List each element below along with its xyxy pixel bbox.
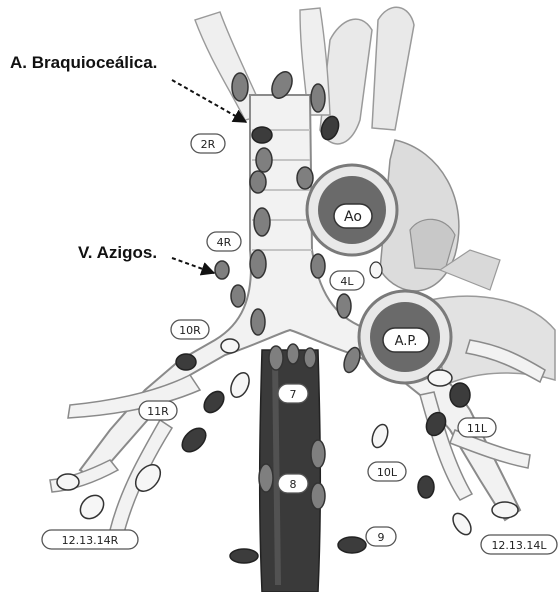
dashed-arrow-icon [172,258,214,273]
lymph-node-icon [492,502,518,518]
lymph-node-icon [311,254,325,278]
lymph-node-icon [57,474,79,490]
station-11l-label: 11L [467,422,488,435]
lymph-node-icon [250,171,266,193]
lymph-node-icon [369,422,390,449]
lymph-node-icon [269,346,283,370]
station-12-13-14l-label: 12.13.14L [491,539,547,552]
vessel-trunk-right [372,7,414,130]
station-12-13-14l: 12.13.14L [481,535,557,554]
lymph-node-icon [254,208,270,236]
annotation-braquiocefalica: A. Braquioceálica. [10,53,157,72]
lymph-node-icon [287,344,299,364]
lymph-node-icon [256,148,272,172]
lymph-node-icon [227,370,252,400]
station-8: 8 [278,474,308,493]
lymph-node-icon [338,537,366,553]
station-4r: 4R [207,232,241,251]
lymph-node-icon [76,491,109,524]
lymph-node-icon [176,354,196,370]
station-4l: 4L [330,271,364,290]
lymph-node-icon [449,510,474,538]
lymph-node-icon [230,549,258,563]
lymph-node-icon [251,309,265,335]
station-10l: 10L [368,462,406,481]
lymph-node-icon [200,388,228,417]
lymph-node-icon [304,348,316,368]
lymph-node-icon [221,339,239,353]
lymph-node-icon [311,483,325,509]
station-9-label: 9 [378,531,385,544]
station-12-13-14r: 12.13.14R [42,530,138,549]
lymph-node-icon [428,370,452,386]
station-11r: 11R [139,401,177,420]
station-2r-label: 2R [201,138,216,151]
lymph-node-icon [311,84,325,112]
station-7-label: 7 [290,388,297,401]
lymph-node-icon [311,440,325,468]
station-8-label: 8 [290,478,297,491]
station-10l-label: 10L [377,466,398,479]
pulmonary-artery-label-text: A.P. [395,334,418,349]
lymph-node-icon [232,73,248,101]
station-10r-label: 10R [179,324,201,337]
lymph-node-icon [337,294,351,318]
lymph-node-icon [297,167,313,189]
station-4l-label: 4L [340,275,354,288]
lymph-node-icon [231,285,245,307]
lymph-node-icon [259,464,273,492]
lymph-node-icon [418,476,434,498]
station-11r-label: 11R [147,405,169,418]
station-12-13-14r-label: 12.13.14R [62,534,119,547]
annotation-azigos: V. Azigos. [78,243,157,262]
aorta-label: Ao [334,204,372,228]
lymph-node-icon [178,424,211,457]
lymph-node-icon [250,250,266,278]
lymph-node-icon [370,262,382,278]
station-9: 9 [366,527,396,546]
station-7: 7 [278,384,308,403]
aorta-label-text: Ao [344,209,362,225]
lymph-node-icon [215,261,229,279]
lymph-node-icon [450,383,470,407]
station-4r-label: 4R [217,236,232,249]
station-10r: 10R [171,320,209,339]
lymph-node-icon [252,127,272,143]
station-11l: 11L [458,418,496,437]
pulmonary-artery-label: A.P. [383,328,429,352]
station-2r: 2R [191,134,225,153]
